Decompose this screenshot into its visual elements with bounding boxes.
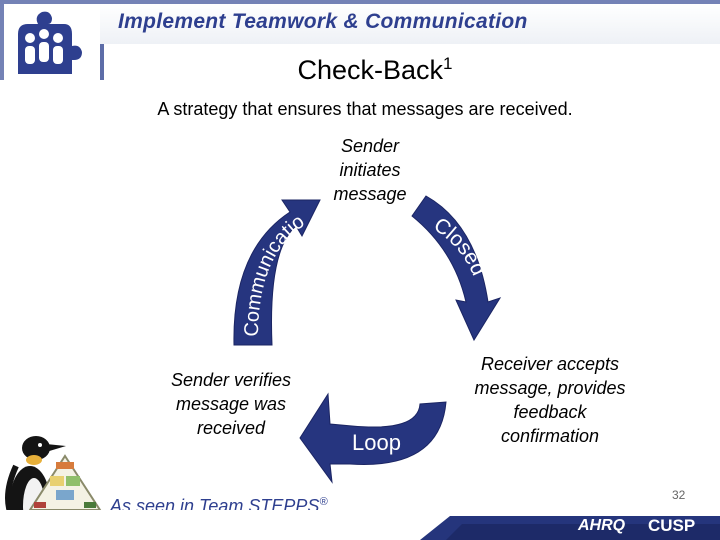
node-left-line: Sender verifies: [170, 370, 292, 390]
ahrq-logo: AHRQ: [578, 517, 626, 534]
node-top-line: message: [333, 184, 407, 204]
node-receiver-accepts: Receiver accepts message, provides feedb…: [455, 352, 645, 448]
node-right-line: confirmation: [500, 426, 600, 446]
node-sender-initiates: Sender initiates message: [300, 134, 440, 206]
puzzle-people-icon: [4, 4, 100, 80]
slide-subtitle: A strategy that ensures that messages ar…: [157, 99, 573, 119]
node-top-line: Sender: [340, 136, 400, 156]
loop-label: Loop: [352, 430, 401, 455]
node-right-line: Receiver accepts: [480, 354, 620, 374]
closed-arrow: [411, 195, 502, 342]
header-title: Implement Teamwork & Communication: [118, 10, 528, 33]
loop-arrow: [299, 392, 447, 484]
title-superscript: 1: [443, 54, 453, 73]
node-right-line: feedback: [513, 402, 587, 422]
slide-title: Check-Back1: [0, 54, 720, 86]
node-top-line: initiates: [339, 160, 401, 180]
page-number: 32: [672, 488, 686, 502]
registered-mark: ®: [319, 496, 328, 508]
node-sender-verifies: Sender verifies message was received: [150, 368, 312, 440]
teamstepps-triangle-icon: [28, 454, 102, 511]
header-banner: [96, 4, 720, 44]
communication-label: Communication: [0, 0, 308, 337]
node-left-line: message was: [175, 394, 287, 414]
slide-title-text: Check-Back: [297, 55, 444, 85]
node-right-line: message, provides: [474, 378, 626, 398]
cusp-logo: CUSP: [648, 516, 696, 535]
bottom-bar: [0, 510, 720, 540]
communication-arrow: [233, 199, 321, 346]
node-left-line: received: [196, 418, 266, 438]
